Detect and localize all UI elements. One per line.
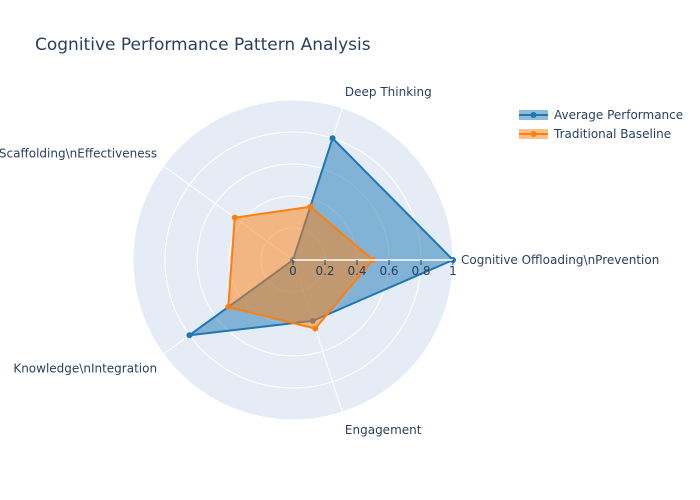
axis-label-2: Scaffolding\nEffectiveness: [0, 146, 157, 160]
axis-label-4: Engagement: [345, 423, 422, 437]
legend-item-1[interactable]: Traditional Baseline: [519, 127, 671, 141]
radial-tick-label-4: 0.8: [411, 264, 430, 278]
series-1: [225, 203, 376, 332]
legend-label-0: Average Performance: [554, 108, 683, 122]
angular-axis-labels: Cognitive Offloading\nPrevention Deep Thi…: [0, 85, 659, 437]
series-1-point-2[interactable]: [231, 214, 238, 221]
chart-title: Cognitive Performance Pattern Analysis: [35, 35, 371, 55]
legend-label-1: Traditional Baseline: [553, 127, 671, 141]
radial-tick-label-5: 1: [449, 264, 457, 278]
radial-tick-label-3: 0.6: [379, 264, 398, 278]
series-0-point-1[interactable]: [329, 135, 336, 142]
legend-marker-1: [530, 131, 537, 137]
axis-label-0: Cognitive Offloading\nPrevention: [461, 253, 659, 267]
legend-item-0[interactable]: Average Performance: [519, 108, 683, 122]
series-1-point-4[interactable]: [312, 325, 319, 332]
series-0-point-3[interactable]: [186, 332, 193, 339]
series-1-point-3[interactable]: [225, 304, 232, 311]
radial-tick-label-1: 0.2: [315, 264, 334, 278]
axis-label-1: Deep Thinking: [345, 85, 432, 99]
radial-axis: 0 0.2 0.4 0.6 0.8 1: [289, 259, 457, 278]
series-layer: [186, 135, 456, 339]
radial-tick-label-0: 0: [289, 264, 297, 278]
series-area-1: [227, 205, 374, 330]
legend-marker-0: [530, 112, 537, 118]
series-1-point-1[interactable]: [307, 203, 314, 210]
radial-tick-label-2: 0.4: [347, 264, 366, 278]
axis-label-3: Knowledge\nIntegration: [13, 362, 157, 376]
